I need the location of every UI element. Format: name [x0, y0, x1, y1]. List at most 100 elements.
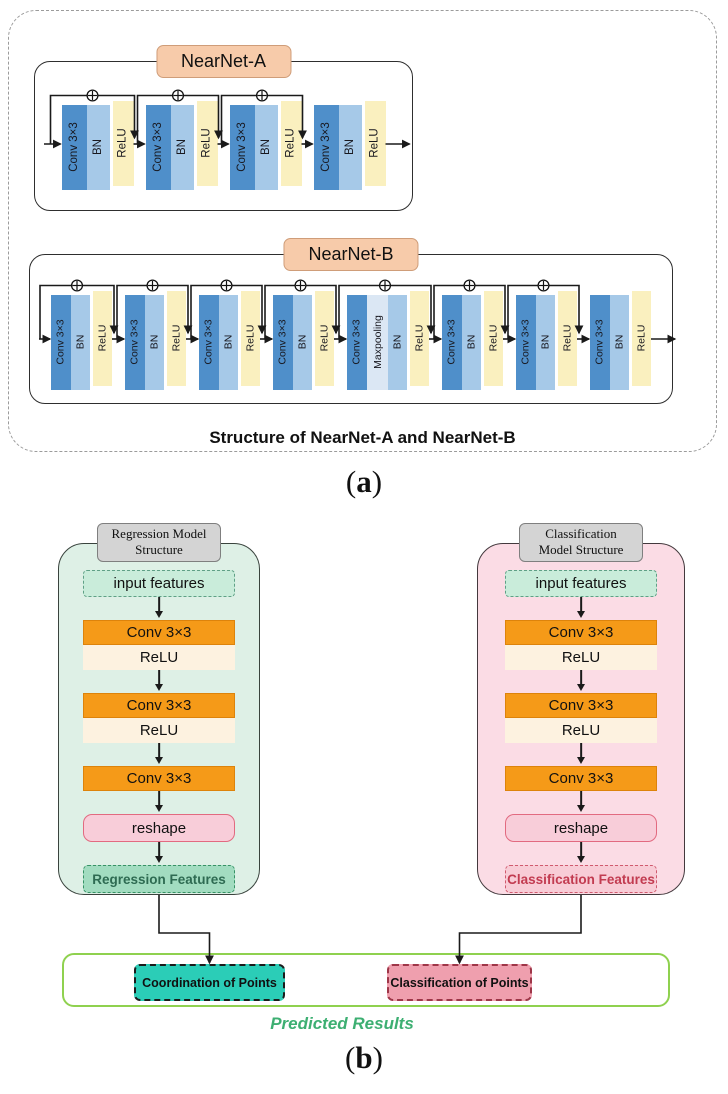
down-arrow-icon: [153, 791, 165, 814]
subfigure-a-tag: (a): [0, 464, 728, 500]
paren: ): [372, 1040, 383, 1075]
relu-layer: ReLU: [280, 100, 302, 186]
conv-box: Conv 3×3: [505, 766, 657, 791]
nearnet-a-label: NearNet-A: [155, 45, 292, 78]
input-box: input features: [505, 570, 657, 597]
bn-layer: BN: [86, 104, 110, 190]
conv-layer: Conv 3×3: [442, 294, 462, 390]
conv-box: Conv 3×3: [505, 693, 657, 718]
conv-box: Conv 3×3: [83, 620, 235, 645]
conv-layer: Conv 3×3: [590, 294, 610, 390]
relu-layer: ReLU: [484, 290, 503, 386]
title-line-2: Model Structure: [538, 542, 624, 558]
output-box: Regression Features: [83, 865, 235, 893]
relu-layer: ReLU: [241, 290, 260, 386]
regression-model-title: Regression Model Structure: [97, 523, 221, 562]
down-arrow-icon: [575, 597, 587, 620]
reshape-box: reshape: [505, 814, 657, 842]
classification-model-column: Classification Model Structure input fea…: [477, 523, 685, 895]
relu-layer: ReLU: [196, 100, 218, 186]
conv-layer: Conv 3×3: [61, 104, 87, 190]
coordination-of-points-box: Coordination of Points: [134, 964, 285, 1001]
relu-layer: ReLU: [167, 290, 186, 386]
down-arrow-icon: [575, 743, 587, 766]
nearnet-b-label: NearNet-B: [283, 238, 419, 271]
bn-layer: BN: [71, 294, 90, 390]
paren: (: [345, 1040, 356, 1075]
bn-layer: BN: [293, 294, 312, 390]
conv-box: Conv 3×3: [83, 693, 235, 718]
bn-layer: BN: [388, 294, 407, 390]
paren: ): [371, 464, 383, 499]
relu-layer: ReLU: [632, 290, 651, 386]
down-arrow-icon: [153, 670, 165, 693]
down-arrow-icon: [575, 842, 587, 865]
panel-a-caption: Structure of NearNet-A and NearNet-B: [209, 428, 516, 447]
relu-box: ReLU: [505, 718, 657, 743]
tag-letter-b: b: [355, 1040, 373, 1075]
bn-layer: BN: [536, 294, 555, 390]
relu-layer: ReLU: [112, 100, 134, 186]
title-line-1: Regression Model: [111, 526, 207, 541]
bn-layer: BN: [338, 104, 362, 190]
conv-layer: Conv 3×3: [125, 294, 145, 390]
predicted-results-box: Coordination of Points Classification of…: [62, 953, 670, 1007]
bn-layer: BN: [610, 294, 629, 390]
output-box: Classification Features: [505, 865, 657, 893]
title-line-2: Structure: [135, 542, 183, 558]
bn-layer: BN: [462, 294, 481, 390]
title-line-1: Classification: [545, 526, 617, 541]
input-box: input features: [83, 570, 235, 597]
relu-layer: ReLU: [558, 290, 577, 386]
conv-layer: Conv 3×3: [51, 294, 71, 390]
reshape-box: reshape: [83, 814, 235, 842]
conv-layer: Conv 3×3: [313, 104, 339, 190]
down-arrow-icon: [153, 842, 165, 865]
classification-of-points-box: Classification of Points: [387, 964, 532, 1001]
conv-layer: Conv 3×3: [516, 294, 536, 390]
conv-layer: Conv 3×3: [145, 104, 171, 190]
pool-layer: Maxpooling: [367, 294, 388, 390]
relu-layer: ReLU: [315, 290, 334, 386]
relu-layer: ReLU: [410, 290, 429, 386]
conv-layer: Conv 3×3: [199, 294, 219, 390]
relu-layer: ReLU: [364, 100, 386, 186]
bn-layer: BN: [170, 104, 194, 190]
regression-model-column: Regression Model Structure input feature…: [58, 523, 260, 895]
predicted-results-caption: Predicted Results: [270, 1014, 414, 1033]
paren: (: [345, 464, 357, 499]
conv-layer: Conv 3×3: [347, 294, 367, 390]
conv-box: Conv 3×3: [83, 766, 235, 791]
down-arrow-icon: [575, 670, 587, 693]
relu-box: ReLU: [83, 645, 235, 670]
subfigure-b-tag: (b): [0, 1040, 728, 1076]
down-arrow-icon: [153, 743, 165, 766]
conv-layer: Conv 3×3: [229, 104, 255, 190]
conv-layer: Conv 3×3: [273, 294, 293, 390]
down-arrow-icon: [153, 597, 165, 620]
bn-layer: BN: [254, 104, 278, 190]
classification-model-title: Classification Model Structure: [519, 523, 643, 562]
bn-layer: BN: [145, 294, 164, 390]
